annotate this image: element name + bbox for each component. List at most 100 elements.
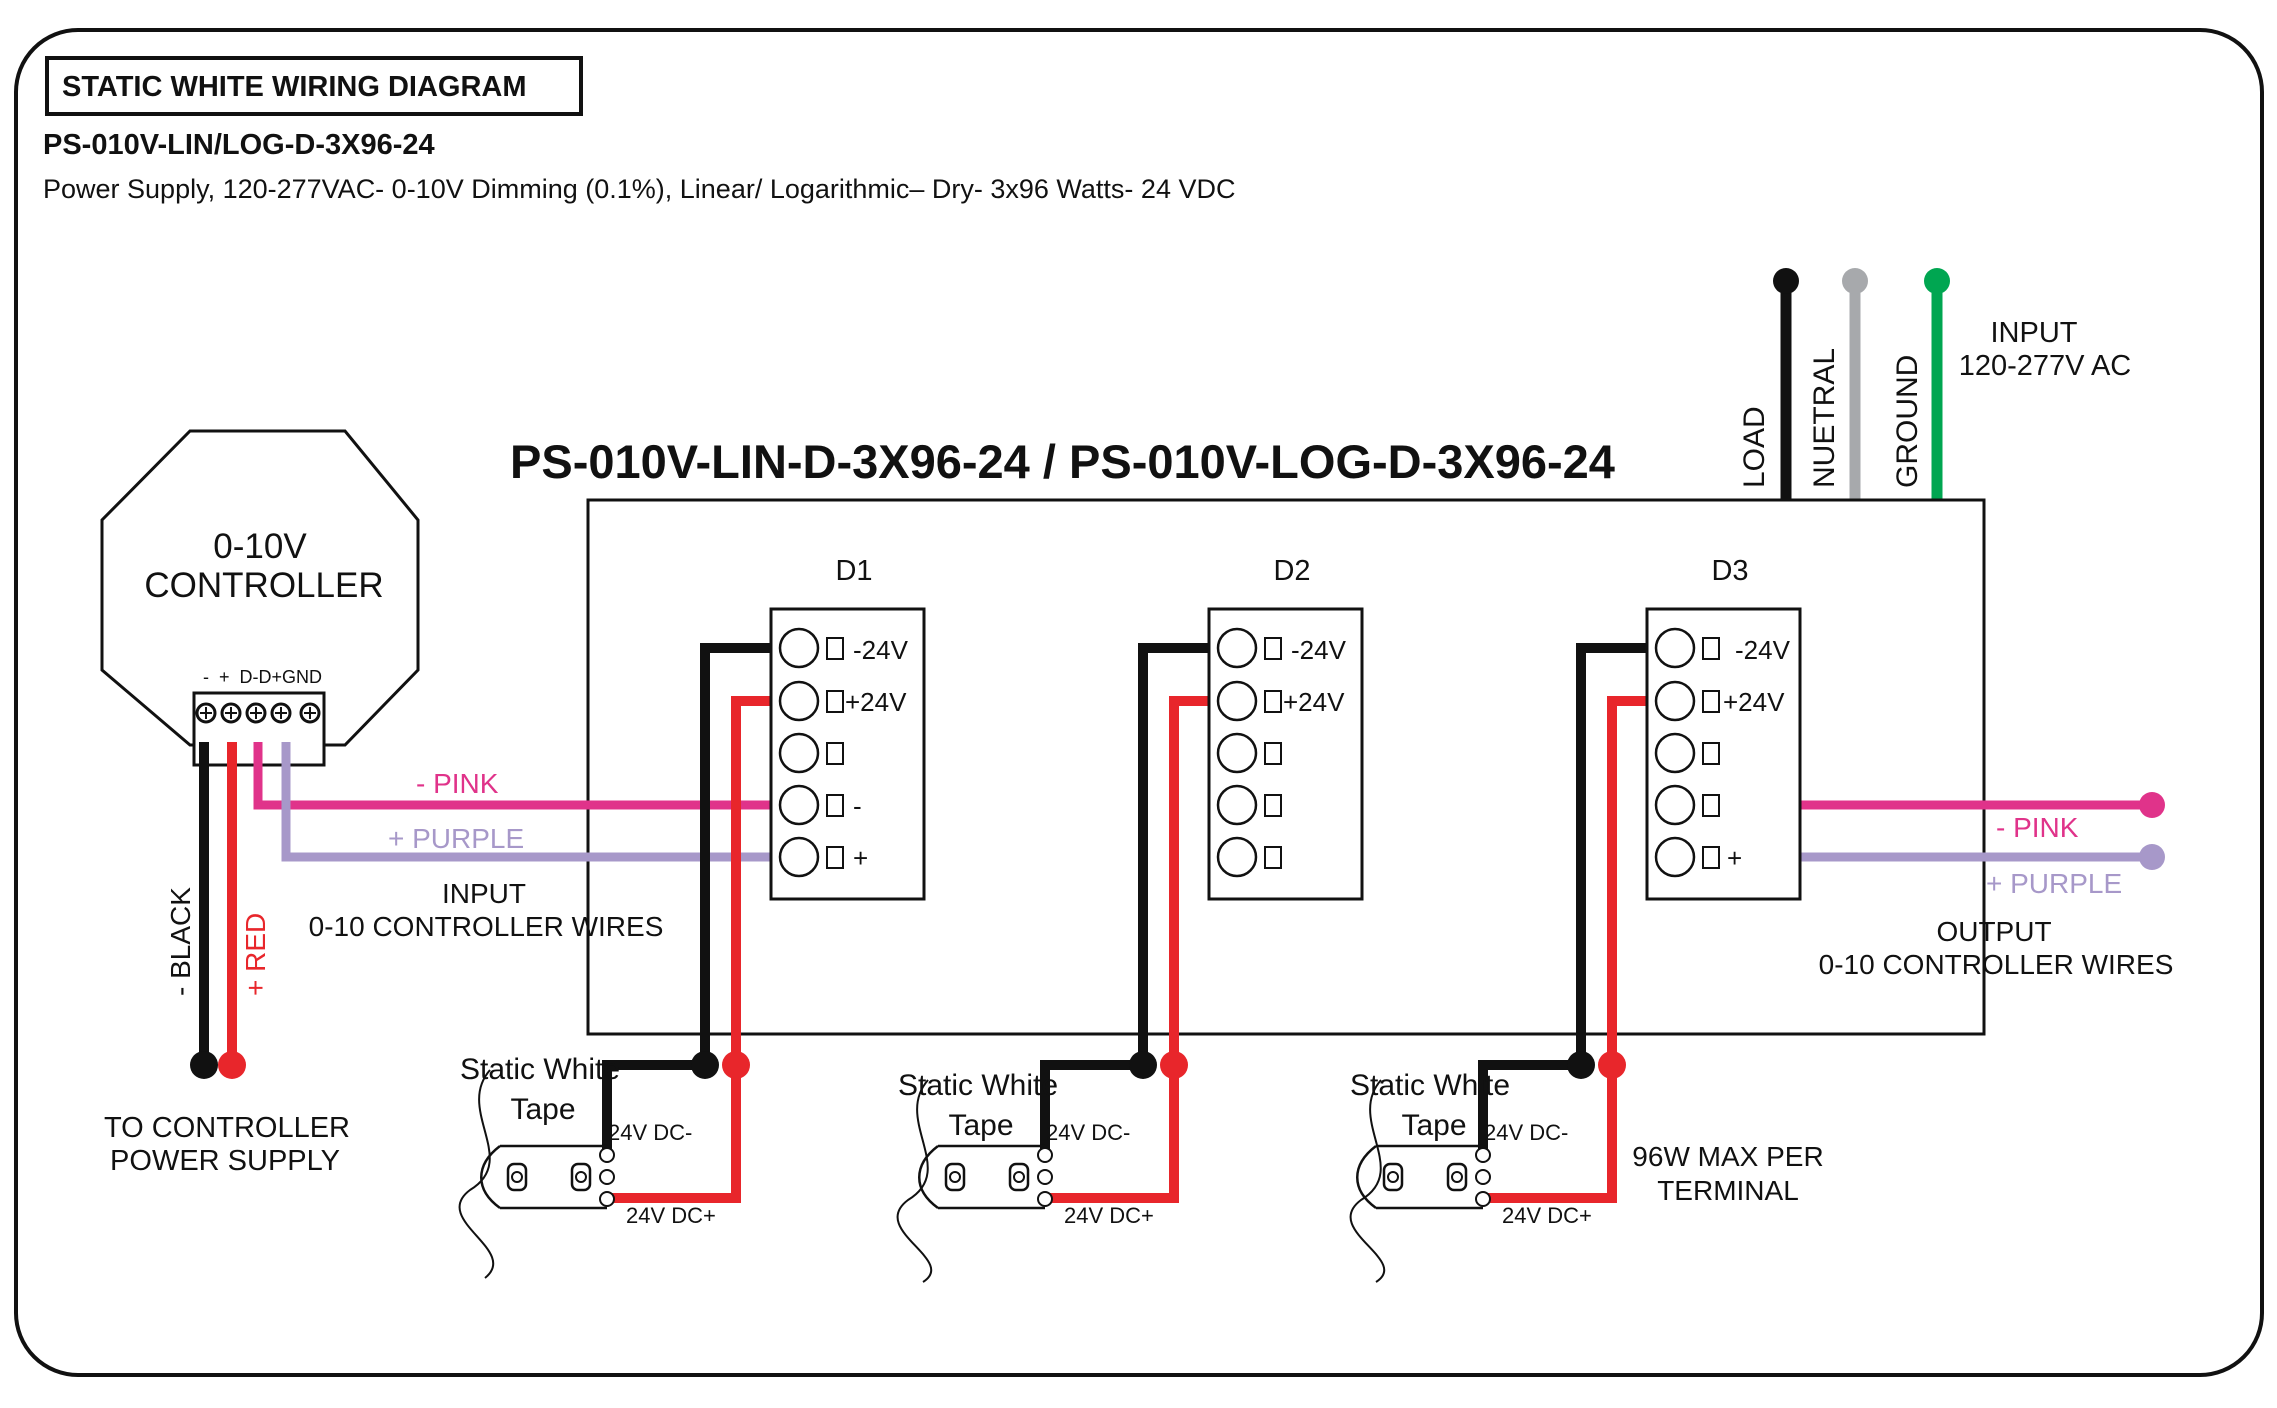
- input-purple-label: + PURPLE: [388, 823, 524, 854]
- wire-slot: [826, 846, 844, 869]
- d3-label: D3: [1711, 555, 1748, 587]
- d3-neg24-label: -24V: [1735, 635, 1791, 665]
- max-watt-note-line1: 96W MAX PER: [1632, 1141, 1823, 1172]
- terminal-screw: [778, 680, 820, 722]
- terminal-screw: [778, 732, 820, 774]
- tape-pad-middle: [599, 1169, 615, 1185]
- d3-dim-pos-label: +: [1727, 843, 1742, 873]
- tape-label-line1: Static White: [460, 1053, 620, 1086]
- tape-pad-positive: [1037, 1191, 1053, 1207]
- terminal-screw: [778, 784, 820, 826]
- d3-positive-junction: [1598, 1051, 1626, 1079]
- controller-name-line1: 0-10V: [213, 527, 307, 566]
- wire-slot: [826, 794, 844, 817]
- load-label: LOAD: [1738, 406, 1771, 488]
- terminal-screw: [1654, 836, 1696, 878]
- ground-wire-end: [1924, 268, 1950, 294]
- terminal-block-d3: -24V +24V +: [1478, 607, 1802, 1203]
- d2-label: D2: [1273, 555, 1310, 587]
- red-wire-label: + RED: [240, 913, 271, 996]
- input-purple-wire: [281, 742, 785, 862]
- controller-power-label-line1: TO CONTROLLER: [104, 1112, 350, 1144]
- tape-dc-positive-label: 24V DC+: [626, 1203, 716, 1228]
- output-purple-label: + PURPLE: [1986, 868, 2122, 899]
- tape-pad-middle: [1037, 1169, 1053, 1185]
- d2-pos24-label: +24V: [1283, 687, 1345, 717]
- wire-slot: [1702, 742, 1720, 765]
- wire-slot: [826, 690, 844, 713]
- tape-dc-positive-label: 24V DC+: [1064, 1203, 1154, 1228]
- controller-body: [100, 429, 420, 747]
- tape-led-center: [1013, 1171, 1025, 1183]
- d2-positive-junction: [1160, 1051, 1188, 1079]
- led-tape-3: Static White Tape 24V DC- 24V DC+: [1349, 1069, 1592, 1283]
- terminal-screw: [1654, 680, 1696, 722]
- tape-cut-line: [458, 1069, 495, 1279]
- d1-pos24-label: +24V: [845, 687, 907, 717]
- terminal-screw: [1654, 627, 1696, 669]
- terminal-screw: [1654, 732, 1696, 774]
- output-pink-label: - PINK: [1996, 812, 2079, 843]
- tape-label-line2: Tape: [510, 1093, 575, 1126]
- ground-label: GROUND: [1891, 355, 1924, 488]
- neutral-label: NUETRAL: [1808, 348, 1841, 488]
- ac-input-title: INPUT: [1991, 317, 2078, 349]
- product-description: Power Supply, 120-277VAC- 0-10V Dimming …: [43, 174, 1235, 204]
- tape-label-line1: Static White: [1350, 1069, 1510, 1102]
- dimming-input-subtitle: 0-10 CONTROLLER WIRES: [309, 911, 664, 942]
- tape-label-line2: Tape: [1401, 1109, 1466, 1142]
- controller-red-wire-end: [218, 1051, 246, 1079]
- tape-led-center: [1451, 1171, 1463, 1183]
- input-pink-label: - PINK: [416, 768, 499, 799]
- controller-name-line2: CONTROLLER: [144, 566, 383, 605]
- terminal-screw: [1216, 836, 1258, 878]
- wire-slot: [1264, 794, 1282, 817]
- diagram-label: STATIC WHITE WIRING DIAGRAM: [62, 71, 526, 103]
- terminal-block-d1: -24V +24V - +: [602, 607, 926, 1203]
- diagram-label-box: [45, 56, 583, 116]
- wire-slot: [1264, 690, 1282, 713]
- d3-negative-junction: [1567, 1051, 1595, 1079]
- ac-input-voltage: 120-277V AC: [1959, 350, 2132, 382]
- tape-outline: [918, 1144, 1045, 1210]
- wire-slot: [826, 637, 844, 660]
- wire-slot: [1264, 637, 1282, 660]
- controller-screw-terminals: [195, 702, 321, 724]
- tape-led-center: [949, 1171, 961, 1183]
- terminal-block-d2: -24V +24V: [1040, 607, 1364, 1203]
- d2-neg24-label: -24V: [1291, 635, 1347, 665]
- output-purple-wire-end: [2139, 844, 2165, 870]
- d1-dim-neg-label: -: [853, 791, 862, 821]
- wire-slot: [1702, 637, 1720, 660]
- tape-dc-positive-label: 24V DC+: [1502, 1203, 1592, 1228]
- dimming-input-title: INPUT: [442, 878, 526, 909]
- neutral-wire-end: [1842, 268, 1868, 294]
- wire-slot: [1264, 846, 1282, 869]
- tape-dc-negative-label: 24V DC-: [608, 1120, 692, 1145]
- tape-outline: [1356, 1144, 1483, 1210]
- tape-pad-negative: [599, 1147, 615, 1163]
- wire-slot: [826, 742, 844, 765]
- terminal-screw: [778, 836, 820, 878]
- d1-neg24-label: -24V: [853, 635, 909, 665]
- wire-slot: [1702, 846, 1720, 869]
- output-pink-wire-end: [2139, 792, 2165, 818]
- tape-cut-line: [1349, 1079, 1386, 1283]
- controller-terminal-labels: - + D-D+GND: [203, 667, 322, 687]
- tape-dc-negative-label: 24V DC-: [1046, 1120, 1130, 1145]
- tape-cut-line: [896, 1079, 933, 1283]
- tape-pad-negative: [1475, 1147, 1491, 1163]
- tape-led-center: [575, 1171, 587, 1183]
- tape-outline: [480, 1144, 607, 1210]
- input-pink-wire: [253, 742, 785, 810]
- wire-slot: [1702, 794, 1720, 817]
- d1-label: D1: [835, 555, 872, 587]
- d1-dim-pos-label: +: [853, 843, 868, 873]
- tape-pad-middle: [1475, 1169, 1491, 1185]
- led-tape-1: Static White Tape 24V DC- 24V DC+: [458, 1053, 716, 1279]
- max-watt-note-line2: TERMINAL: [1657, 1175, 1799, 1206]
- d3-pos24-label: +24V: [1723, 687, 1785, 717]
- controller-black-wire-end: [190, 1051, 218, 1079]
- tape-pad-positive: [599, 1191, 615, 1207]
- power-supply-box: [586, 498, 1986, 1036]
